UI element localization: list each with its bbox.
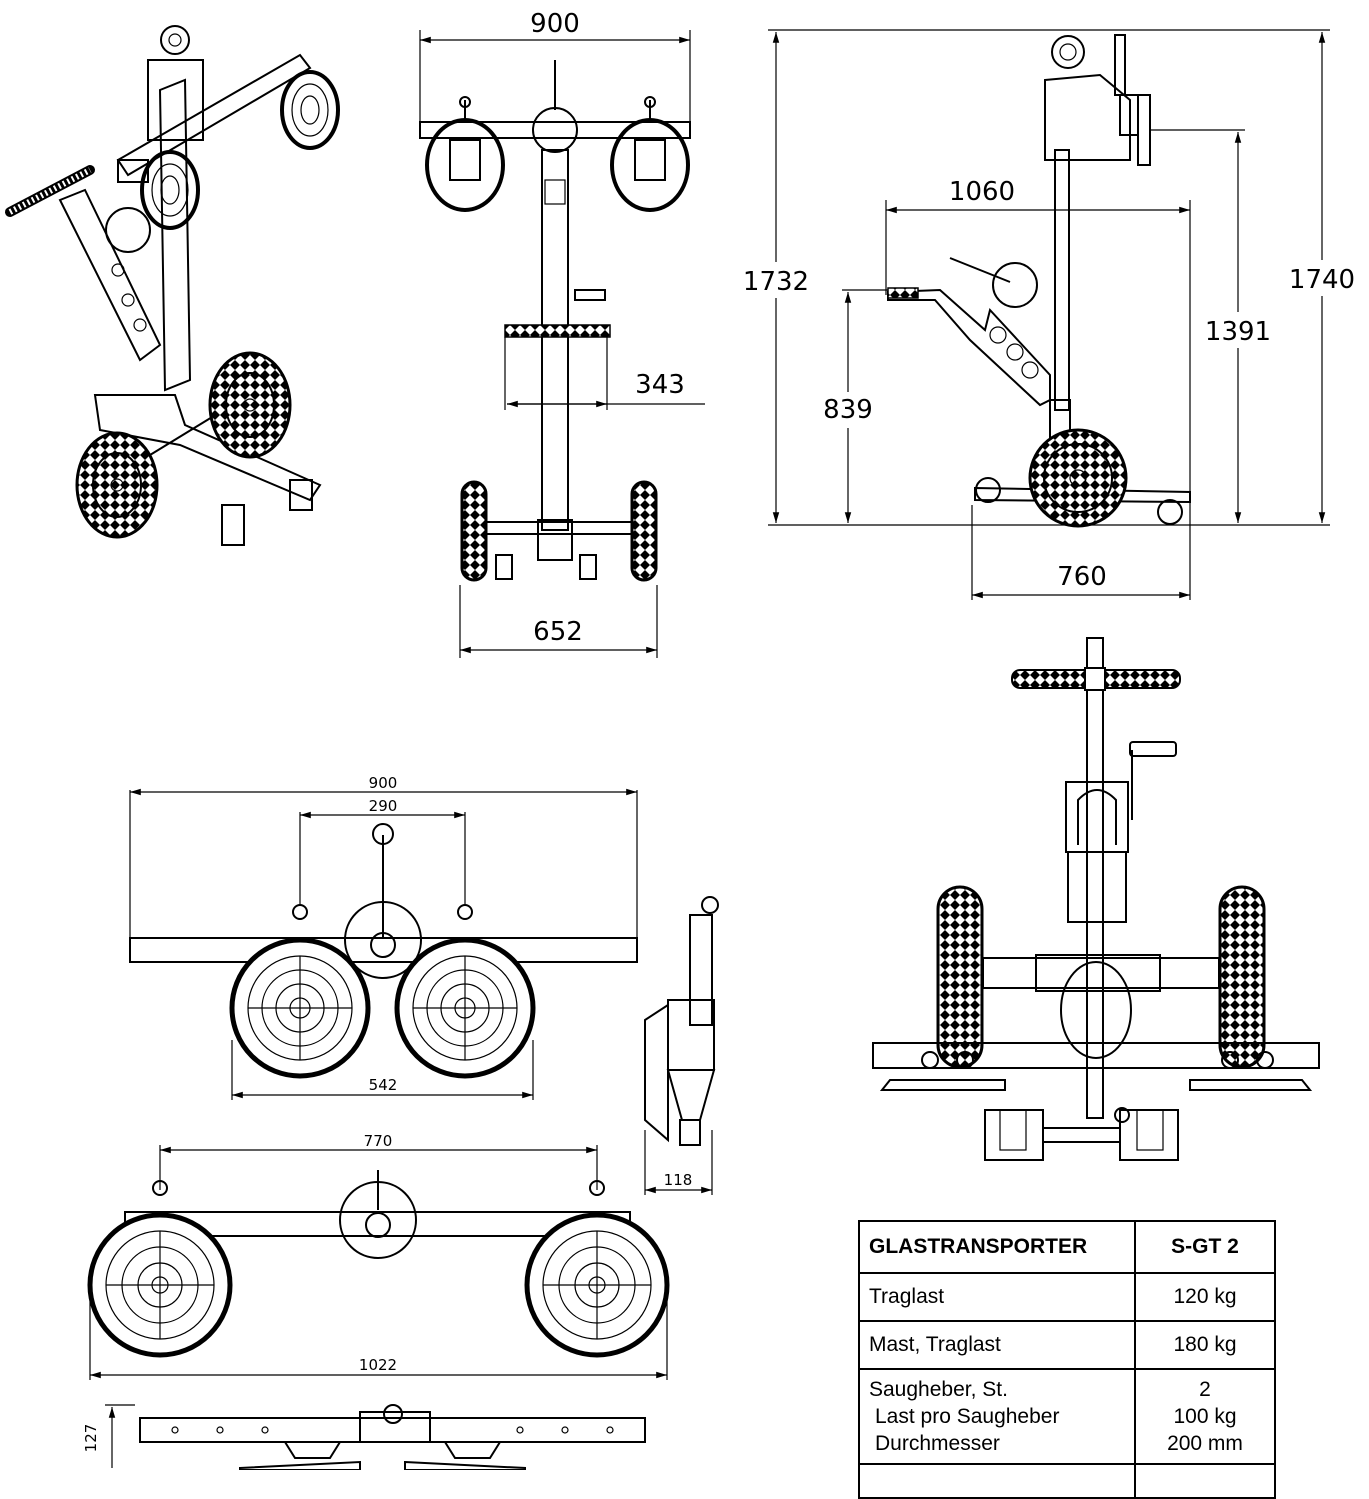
dim-side-base-depth: 760: [1057, 562, 1107, 592]
small-side-view: 118: [644, 896, 719, 1195]
dim-side-handle-reach: 1060: [949, 177, 1015, 207]
spec-row: Traglast 120 kg: [858, 1272, 1276, 1322]
dim-side-total-height: 1732: [743, 267, 809, 297]
dim-front-handle: 343: [635, 370, 685, 400]
spec-row-cups: Saugheber, St. Last pro Saugheber Durchm…: [858, 1368, 1276, 1465]
wheel-icon: [630, 480, 658, 582]
front-view: 900 343: [419, 9, 705, 658]
spec-row: Mast, Traglast 180 kg: [858, 1320, 1276, 1370]
dim-side-cup-height: 1391: [1205, 317, 1271, 347]
cup-icon: [229, 937, 371, 1079]
cup-icon: [610, 96, 690, 212]
cup-icon: [140, 150, 200, 230]
spec-label: Traglast: [858, 1272, 1136, 1322]
spec-cups-value-3: 200 mm: [1167, 1432, 1243, 1455]
spec-cups-label-1: Saugheber, St.: [869, 1378, 1008, 1401]
cup-icon: [524, 1212, 670, 1358]
spec-label: Mast, Traglast: [858, 1320, 1136, 1370]
wheel-icon: [75, 431, 159, 539]
wheel-icon: [460, 480, 488, 582]
spec-cups-values: 2 100 kg 200 mm: [1134, 1368, 1276, 1465]
wide-view: 770 1022: [82, 1132, 670, 1470]
dim-bottom-height: 127: [82, 1424, 100, 1453]
dim-front-width: 900: [530, 9, 580, 39]
dim-top-hook-spacing: 290: [369, 797, 398, 815]
dim-side-small-depth: 118: [664, 1171, 693, 1189]
spec-cups-value-1: 2: [1199, 1378, 1211, 1401]
spec-cups-label-3: Durchmesser: [875, 1432, 1000, 1455]
cup-icon: [425, 96, 505, 212]
wheel-icon: [936, 885, 984, 1069]
wheel-icon: [208, 351, 292, 459]
spec-product-name: GLASTRANSPORTER: [858, 1220, 1136, 1274]
spec-value: 120 kg: [1134, 1272, 1276, 1322]
dim-top-width: 900: [369, 774, 398, 792]
side-view: 1732 1740 1391 1060 839 760: [736, 29, 1362, 600]
spec-cups-value-2: 100 kg: [1173, 1405, 1237, 1428]
dim-bottom-hook-spacing: 770: [364, 1132, 393, 1150]
dim-side-handle-height: 839: [823, 395, 873, 425]
spec-table: GLASTRANSPORTER S-GT 2 Traglast 120 kg M…: [858, 1220, 1276, 1499]
cup-icon: [87, 1212, 233, 1358]
spec-model: S-GT 2: [1134, 1220, 1276, 1274]
spec-cups-labels: Saugheber, St. Last pro Saugheber Durchm…: [858, 1368, 1136, 1465]
spec-row-empty: [858, 1463, 1276, 1499]
cup-icon: [394, 937, 536, 1079]
spec-cups-label-2: Last pro Saugheber: [875, 1405, 1060, 1428]
dim-side-mast-height: 1740: [1289, 265, 1355, 295]
wheel-icon: [1028, 428, 1128, 528]
spec-header-row: GLASTRANSPORTER S-GT 2: [858, 1220, 1276, 1274]
isometric-view: [5, 25, 340, 546]
wheel-icon: [1218, 885, 1266, 1069]
top-view: 900 290: [129, 774, 638, 1100]
cup-icon: [280, 70, 340, 150]
dim-bottom-total-width: 1022: [359, 1356, 397, 1374]
spec-value: 180 kg: [1134, 1320, 1276, 1370]
dim-front-wheelbase: 652: [533, 617, 583, 647]
dim-top-cups-width: 542: [369, 1076, 398, 1094]
rear-view: [872, 637, 1320, 1161]
